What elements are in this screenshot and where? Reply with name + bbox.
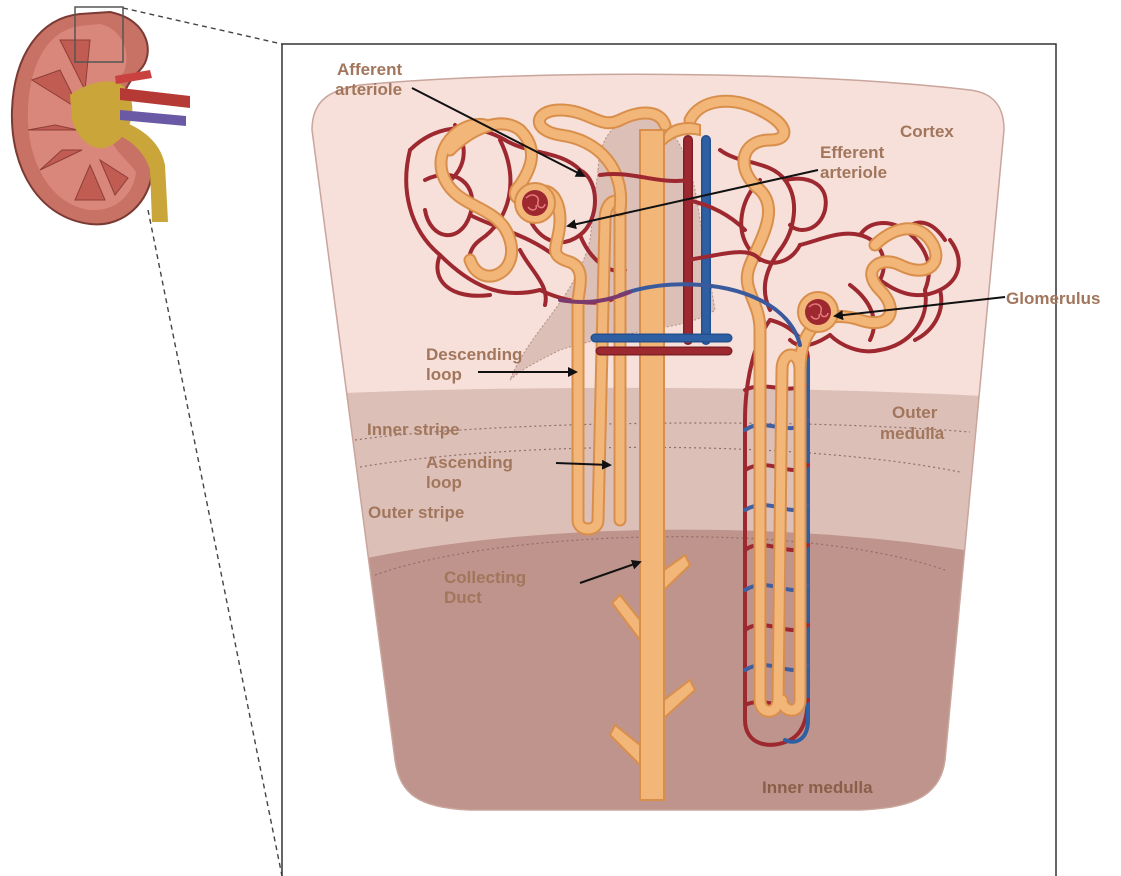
label-inner-medulla: Inner medulla (762, 778, 873, 797)
label-collecting-line1: Collecting (444, 568, 526, 587)
label-inner-stripe: Inner stripe (367, 420, 460, 439)
label-ascending-line1: Ascending (426, 453, 513, 472)
right-glomerulus (798, 292, 838, 332)
label-glomerulus: Glomerulus (1006, 289, 1100, 308)
label-outer-medulla-line2: medulla (880, 424, 945, 443)
label-collecting-line2: Duct (444, 588, 482, 607)
label-afferent-line2: arteriole (335, 80, 402, 99)
label-efferent-line2: arteriole (820, 163, 887, 182)
label-ascending-line2: loop (426, 473, 462, 492)
label-outer-stripe: Outer stripe (368, 503, 464, 522)
label-afferent-line1: Afferent (337, 60, 403, 79)
label-cortex: Cortex (900, 122, 954, 141)
label-outer-medulla-line1: Outer (892, 403, 938, 422)
kidney-thumbnail (12, 7, 190, 224)
label-descending-line2: loop (426, 365, 462, 384)
left-glomerulus (515, 183, 555, 223)
label-descending-line1: Descending (426, 345, 522, 364)
label-efferent-line1: Efferent (820, 143, 885, 162)
